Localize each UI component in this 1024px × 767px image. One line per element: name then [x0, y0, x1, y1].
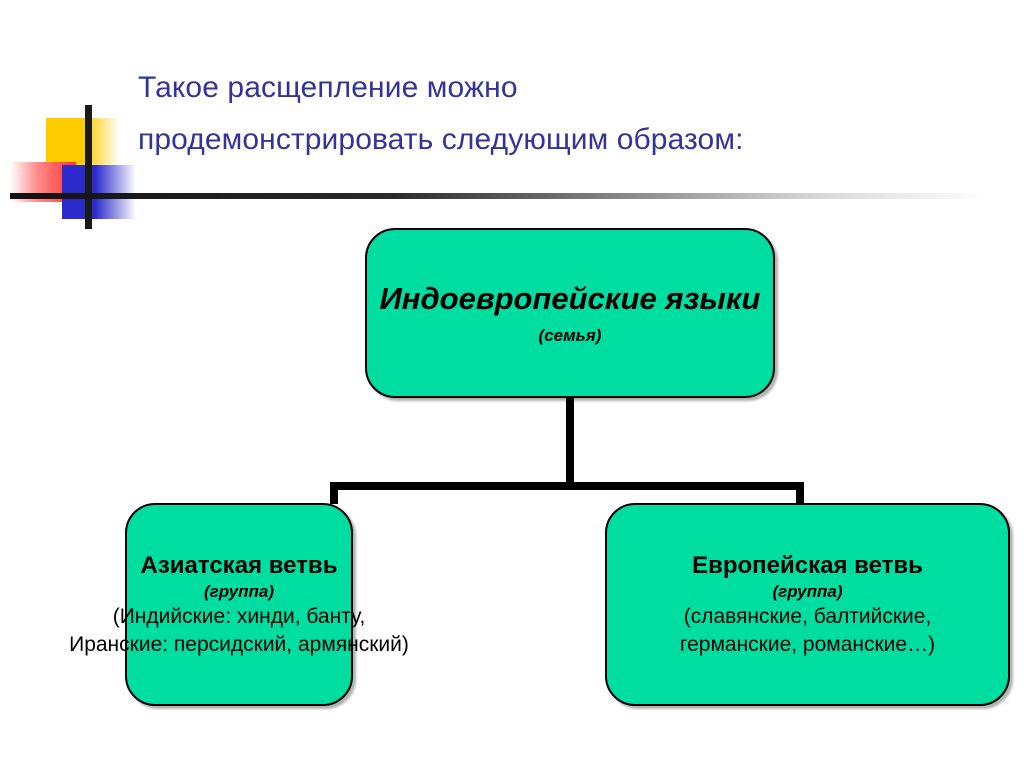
connector-stem — [566, 398, 574, 490]
node-branch-asian-detail-1: (Индийские: хинди, банту, — [112, 604, 366, 628]
node-branch-asian-title: Азиатская ветвь — [140, 551, 338, 579]
connector-drop-left — [330, 482, 338, 504]
node-branch-european[interactable]: Европейская ветвь (группа) (славянские, … — [605, 503, 1010, 706]
connector-drop-right — [796, 482, 804, 504]
node-branch-asian-subtitle: (группа) — [203, 581, 275, 601]
node-branch-european-title: Европейская ветвь — [692, 551, 923, 579]
node-branch-asian-detail-2: Иранские: персидский, армянский) — [69, 632, 409, 656]
connector-horizontal-bar — [330, 482, 804, 490]
node-branch-european-detail-2: германские, романские…) — [679, 632, 936, 656]
page-title: Такое расщепление можно продемонстрирова… — [138, 62, 998, 166]
node-root-subtitle: (семья) — [538, 326, 602, 345]
node-branch-european-detail-1: (славянские, балтийские, — [683, 604, 932, 628]
node-branch-european-subtitle: (группа) — [772, 581, 843, 601]
page-title-line-1: Такое расщепление можно — [138, 71, 518, 104]
node-root-indo-european[interactable]: Индоевропейские языки (семья) — [365, 228, 775, 398]
page-title-line-2: продемонстрировать следующим образом: — [138, 123, 744, 156]
node-root-title: Индоевропейские языки — [379, 281, 761, 316]
node-branch-asian[interactable]: Азиатская ветвь (группа) (Индийские: хин… — [69, 503, 409, 706]
